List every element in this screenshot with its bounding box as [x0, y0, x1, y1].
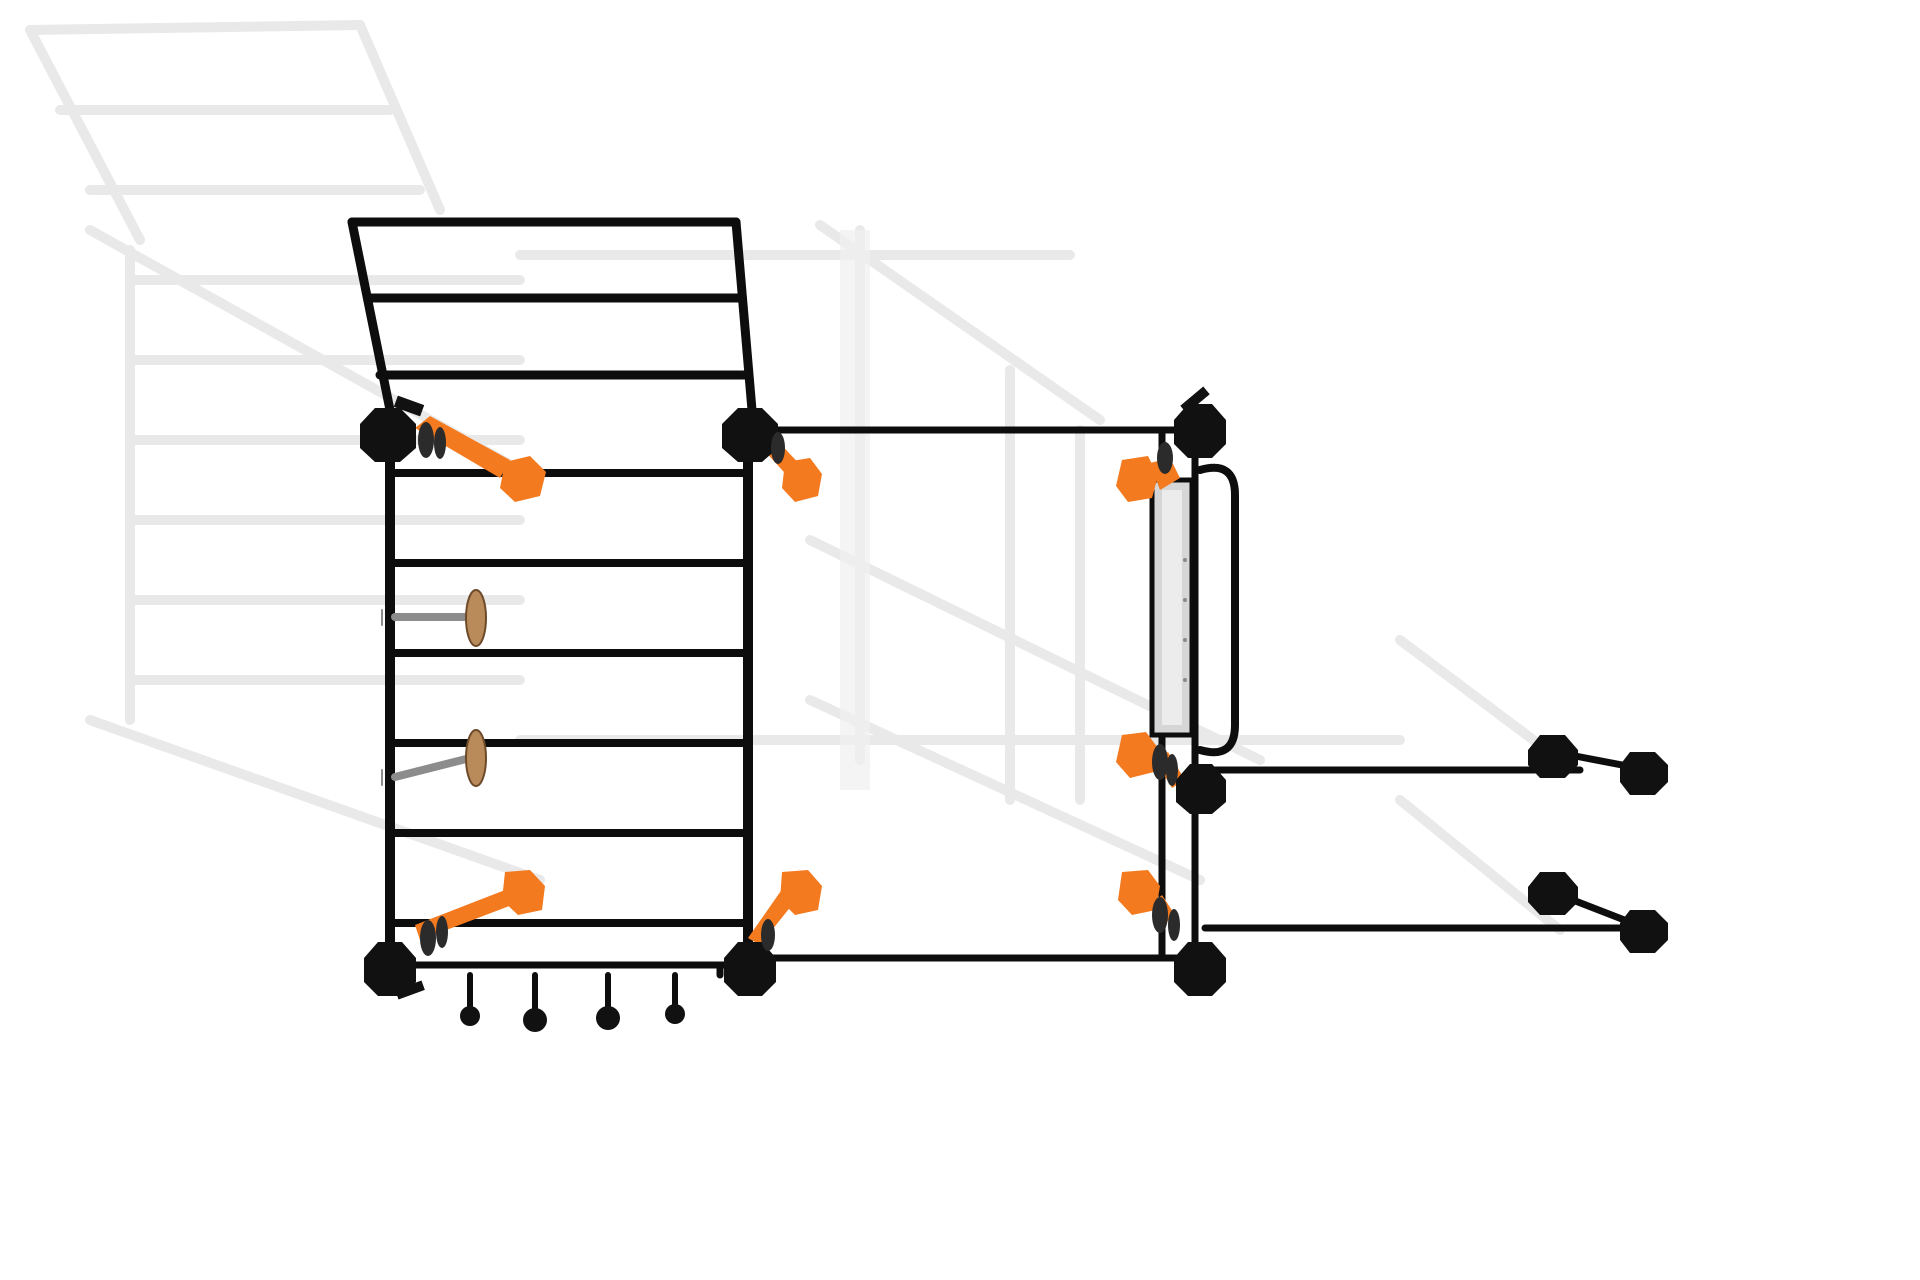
joint-bottom-right: [1174, 942, 1226, 996]
hex-joints: [360, 386, 1226, 1000]
side-panel: [1149, 463, 1239, 757]
orange-mounts: [415, 416, 1185, 945]
joint-top-left: [360, 408, 416, 462]
wall-bars: [385, 425, 753, 970]
hanging-knobs: [460, 972, 685, 1032]
orange-mount-top-left: [415, 416, 546, 502]
joint-mid-right: [1176, 764, 1226, 814]
dip-station-upper: [1191, 735, 1668, 795]
joint-bottom-left: [364, 942, 416, 996]
joint-bottom-middle: [724, 942, 776, 996]
plate-holder-upper: [381, 589, 487, 647]
angled-ladder: [347, 217, 757, 415]
joint-top-middle: [722, 408, 778, 462]
joint-top-right: [1174, 404, 1226, 458]
plate-holder-lower: [381, 729, 487, 787]
ground-shadow: [25, 20, 1565, 935]
orange-mount-bottom-middle: [748, 870, 822, 945]
dip-station-lower: [1201, 872, 1668, 953]
